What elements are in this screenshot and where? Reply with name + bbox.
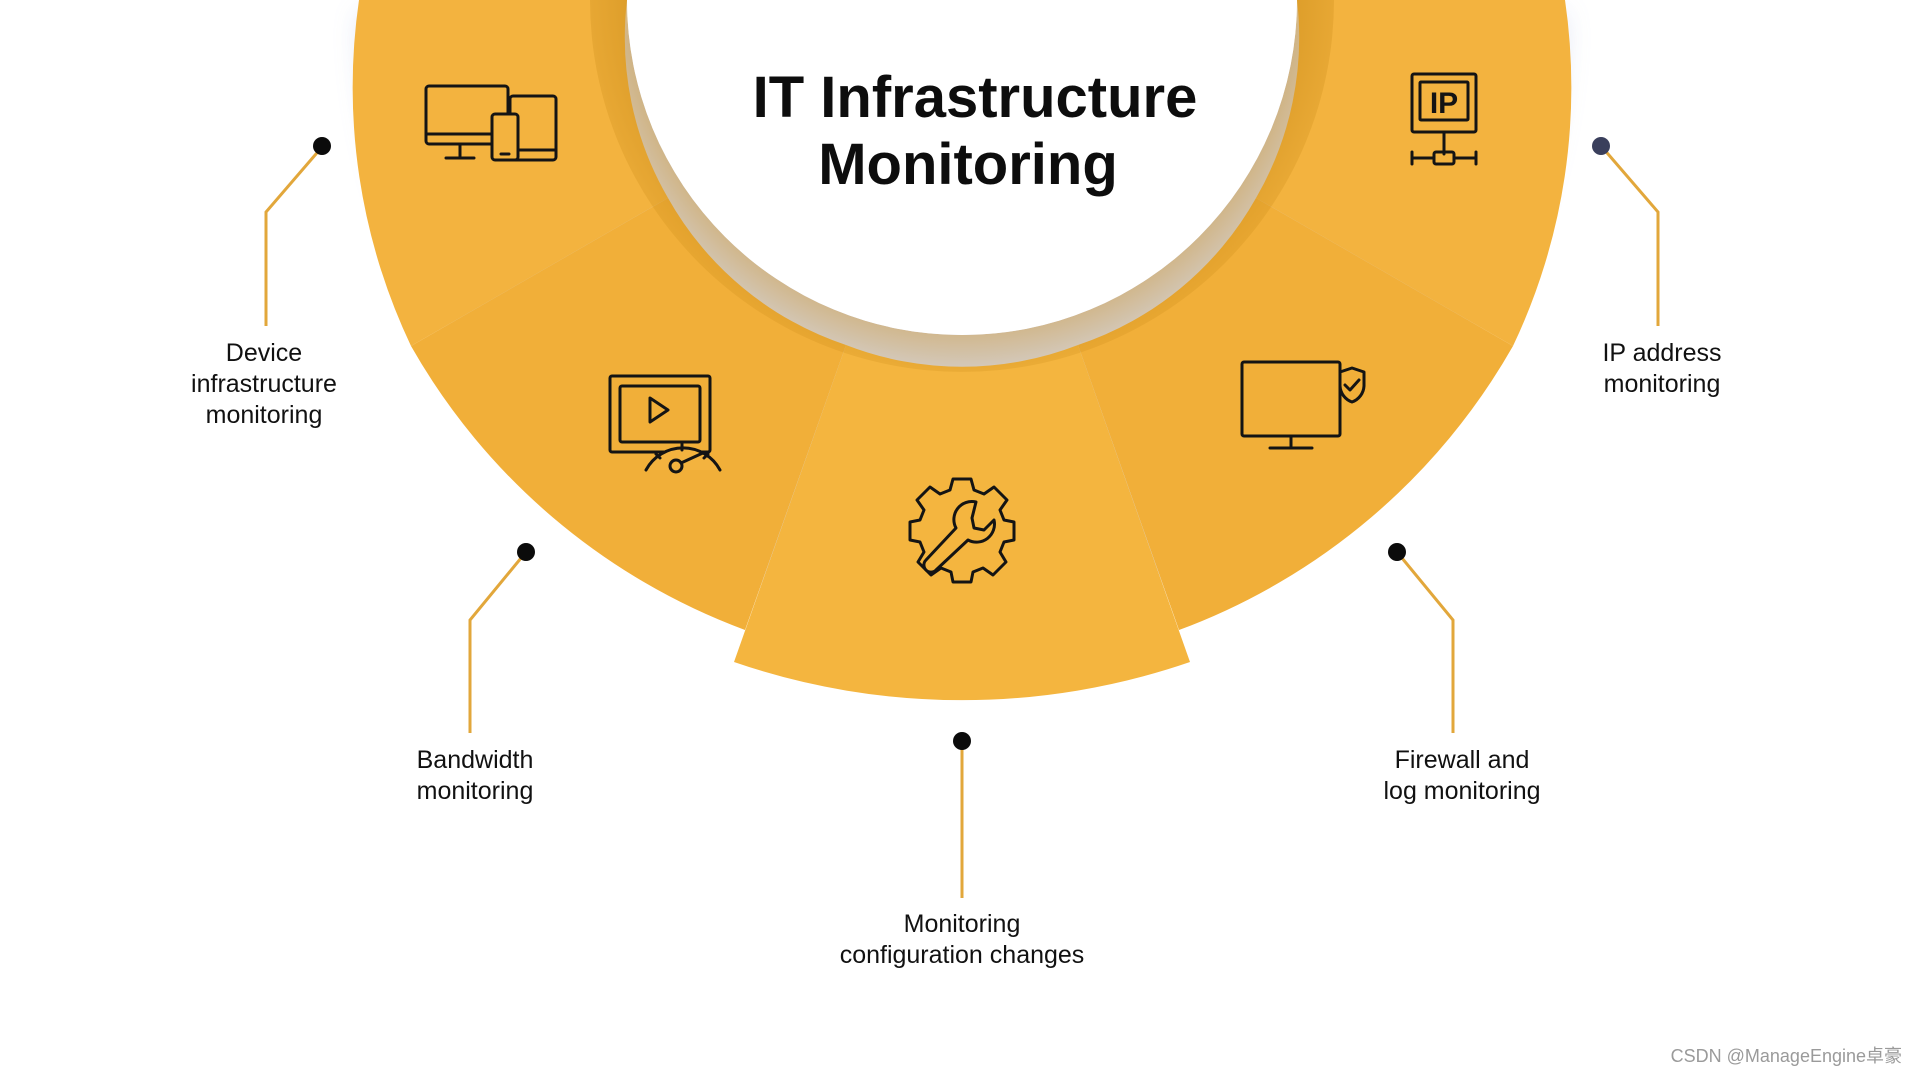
watermark: CSDN @ManageEngine卓豪 (1670, 1046, 1902, 1066)
label-firewall: Firewall and log monitoring (1362, 745, 1562, 807)
connectors (264, 146, 1660, 898)
ip-network-icon: IP (1410, 72, 1478, 166)
center-hub (627, 0, 1297, 335)
diagram-title-line-1: IT Infrastructure (753, 65, 1198, 130)
dot-device (313, 137, 331, 155)
label-bandwidth: Bandwidth monitoring (375, 745, 575, 807)
label-config-line-2: configuration changes (839, 941, 1085, 969)
segment-bandwidth (411, 198, 846, 630)
gear-wrench-icon (908, 477, 1016, 584)
label-bandwidth-line-2: monitoring (416, 777, 534, 805)
segment-ip (1256, 0, 1572, 346)
connector-bandwidth (468, 551, 528, 733)
dot-bandwidth (517, 543, 535, 561)
inner-halo (590, 0, 1334, 372)
label-ip-line-1: IP address (1602, 339, 1722, 367)
label-ip: IP address monitoring (1562, 338, 1762, 400)
connector-ip (1600, 146, 1660, 326)
label-device-line-1: Device (225, 339, 303, 367)
label-config: Monitoring configuration changes (812, 909, 1112, 971)
connector-firewall (1395, 551, 1455, 733)
label-firewall-line-1: Firewall and (1394, 746, 1530, 774)
diagram-title-line-2: Monitoring (818, 132, 1118, 197)
label-config-line-1: Monitoring (903, 910, 1021, 938)
ip-icon-text: IP (1430, 87, 1458, 120)
devices-icon (424, 84, 558, 162)
dot-config (953, 732, 971, 750)
bandwidth-gauge-icon (608, 374, 722, 474)
label-firewall-line-2: log monitoring (1383, 777, 1541, 805)
connector-device (264, 146, 324, 326)
label-bandwidth-line-1: Bandwidth (416, 746, 534, 774)
monitor-shield-icon (1240, 360, 1366, 450)
label-device: Device infrastructure monitoring (164, 338, 364, 431)
dot-firewall (1388, 543, 1406, 561)
segment-firewall (1078, 198, 1513, 630)
dot-ip (1592, 137, 1610, 155)
label-ip-line-2: monitoring (1603, 370, 1721, 398)
label-device-line-2: infrastructure (191, 370, 337, 398)
label-device-line-3: monitoring (205, 401, 323, 429)
